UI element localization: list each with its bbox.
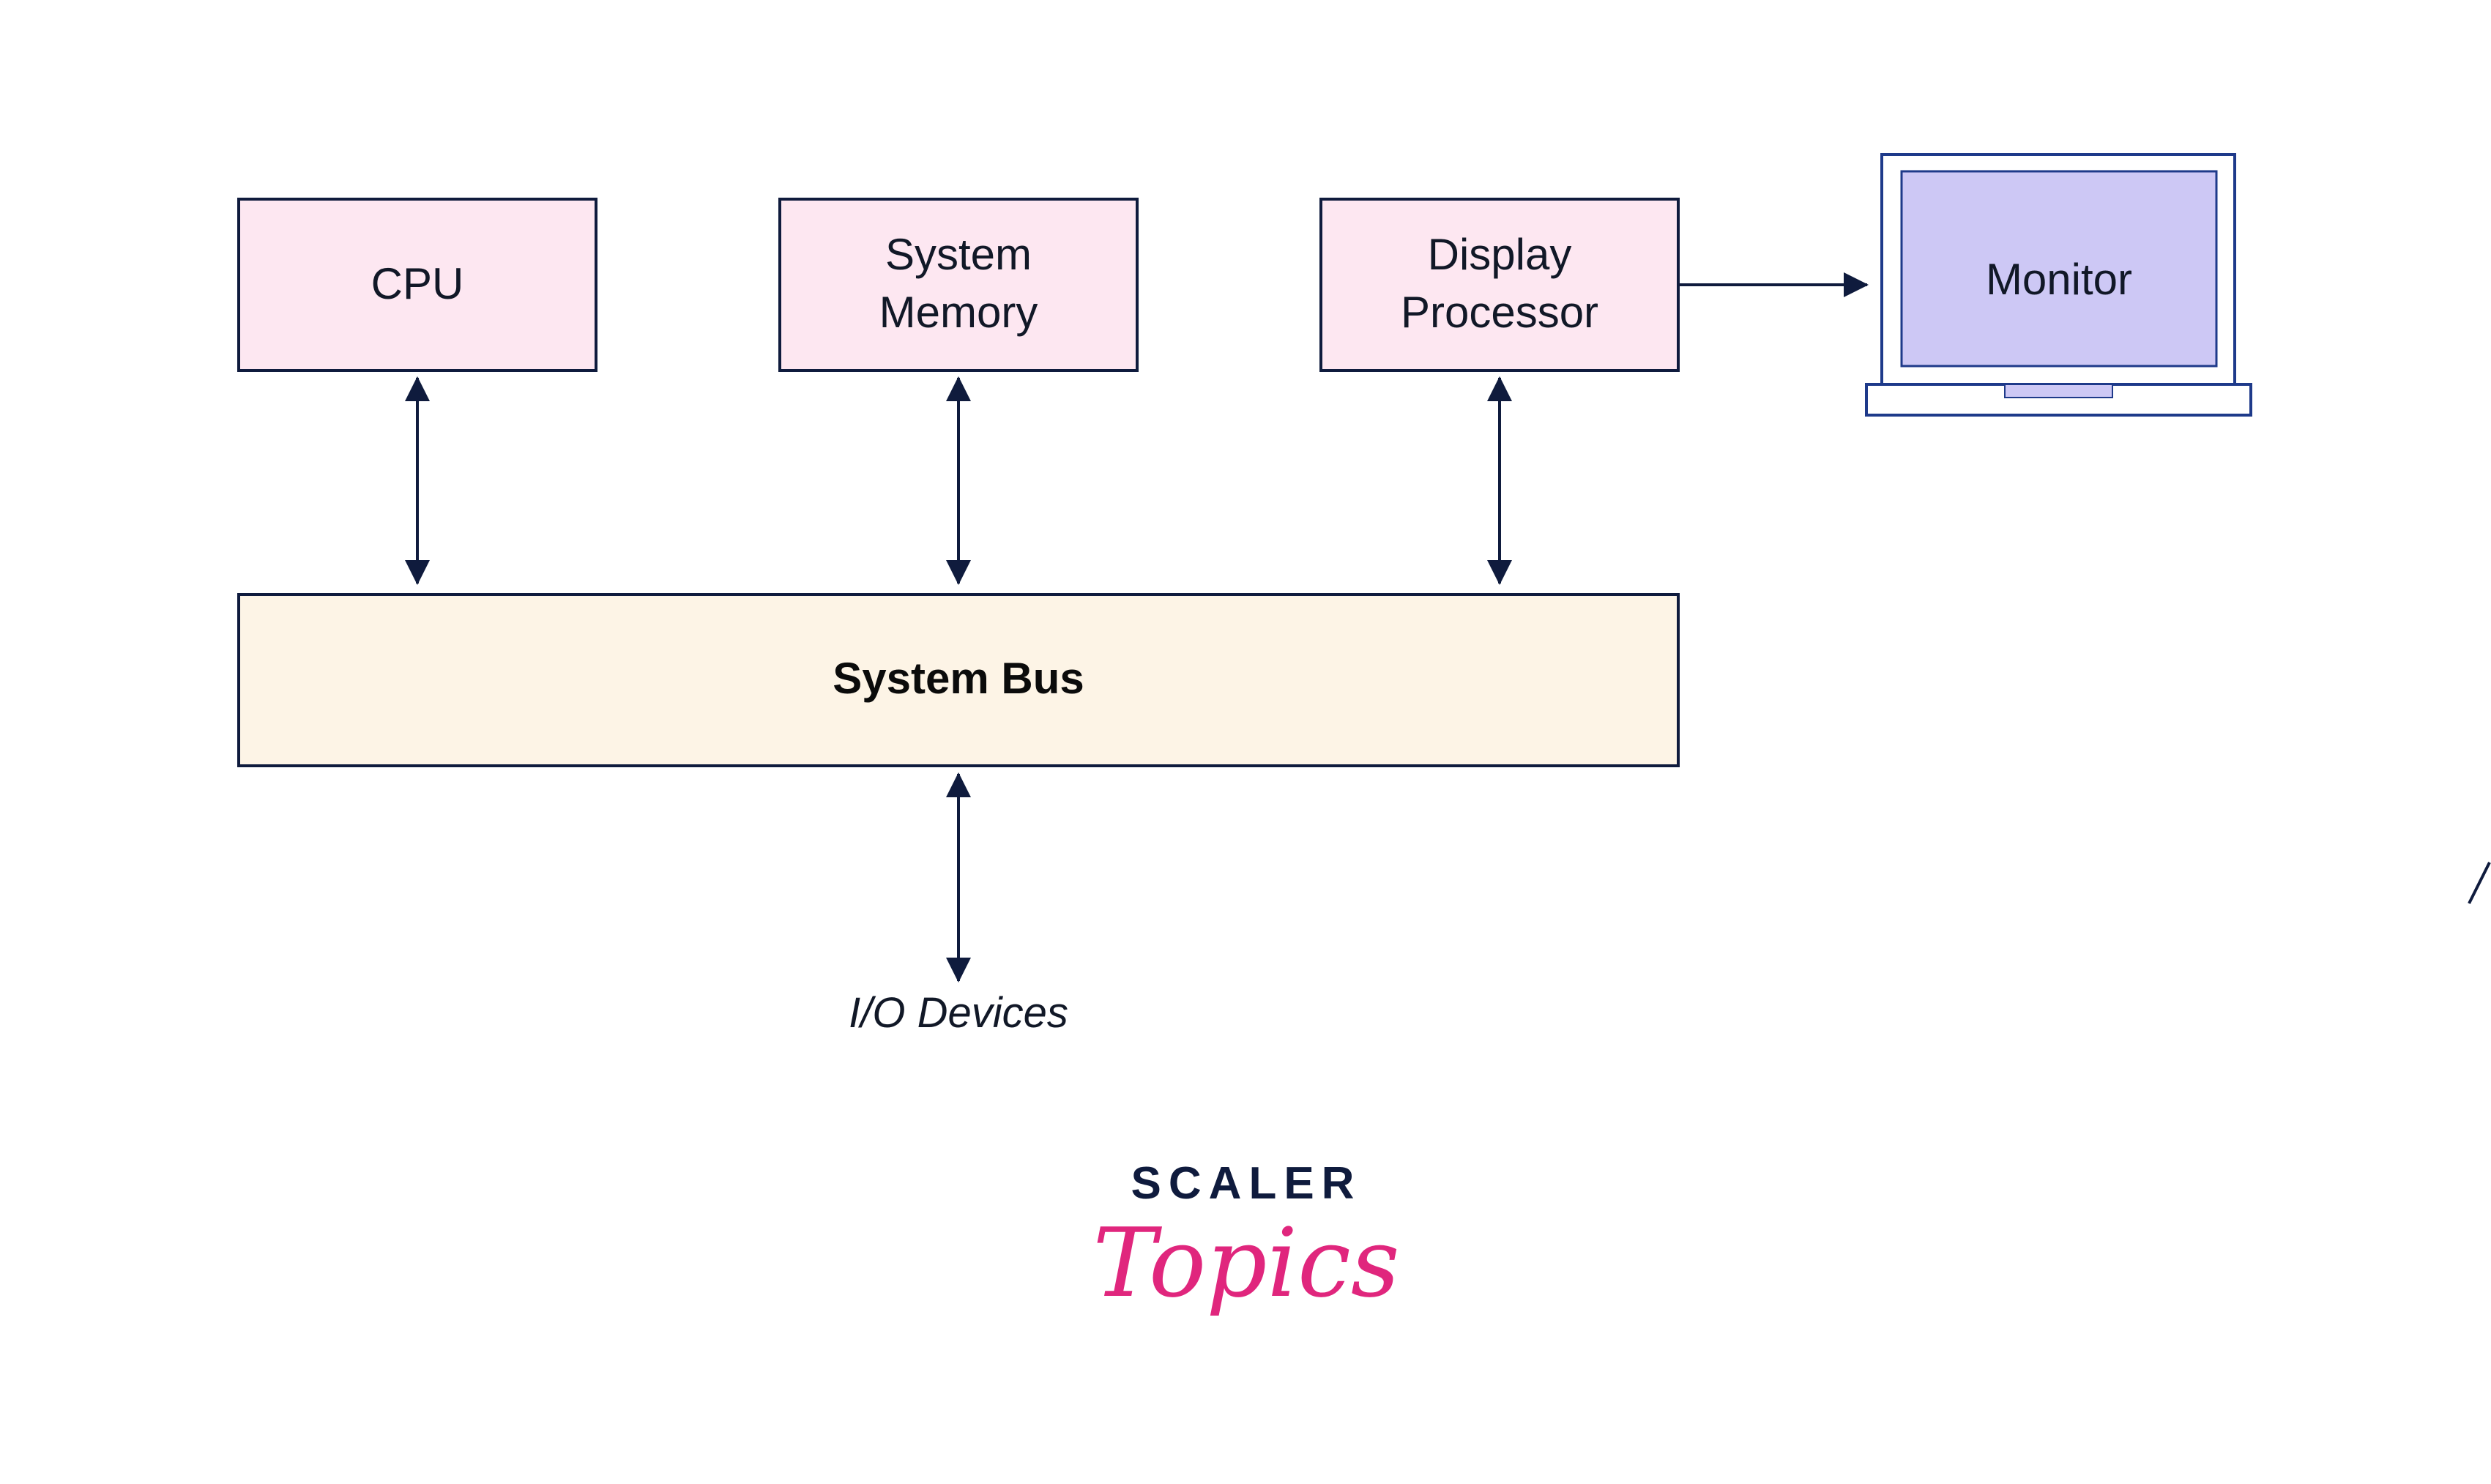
laptop-base xyxy=(1865,383,2252,417)
display-processor-label-line2: Processor xyxy=(1401,288,1598,337)
edge-stroke-mark xyxy=(2468,862,2491,904)
system-bus-node: System Bus xyxy=(237,593,1680,767)
system-bus-box xyxy=(237,593,1680,767)
display-processor-node: Display Processor xyxy=(1319,198,1680,372)
cpu-node: CPU xyxy=(237,198,597,372)
cpu-box xyxy=(237,198,597,372)
logo-topics-text: Topics xyxy=(1092,1207,1399,1319)
monitor-label: Monitor xyxy=(1986,255,2132,304)
system-memory-label-line2: Memory xyxy=(879,288,1038,337)
system-memory-node: System Memory xyxy=(778,198,1139,372)
display-processor-label-line1: Display xyxy=(1428,230,1572,279)
system-memory-label-line1: System xyxy=(885,230,1032,279)
scaler-topics-logo: SCALER Topics xyxy=(1092,1158,1399,1319)
cpu-label: CPU xyxy=(371,259,464,308)
logo-scaler-text: SCALER xyxy=(1131,1158,1362,1209)
display-processor-box xyxy=(1319,198,1680,372)
monitor-node: Monitor xyxy=(1865,153,2252,417)
io-devices-label: I/O Devices xyxy=(849,989,1068,1037)
laptop-trackpad xyxy=(2004,384,2113,398)
monitor-screen xyxy=(1900,170,2218,368)
system-memory-box xyxy=(778,198,1139,372)
system-bus-label: System Bus xyxy=(833,654,1084,703)
